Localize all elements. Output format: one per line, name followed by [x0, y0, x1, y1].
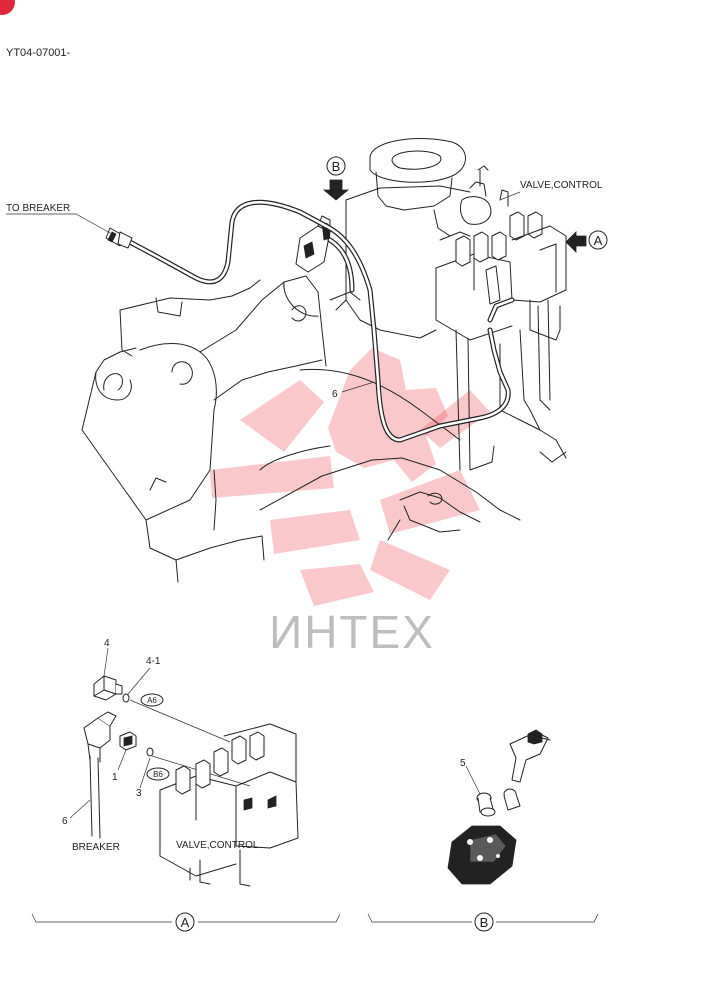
part-3-label: 3: [136, 788, 142, 799]
part-5-leader: [465, 765, 481, 795]
part-1-adapter-drawing: [119, 731, 137, 751]
view-a-marker: A: [594, 233, 603, 248]
view-b-caption: B: [480, 915, 489, 930]
a6-leader: [129, 699, 231, 743]
machine-frame-drawing: [81, 275, 521, 583]
ref-a6-badge: [140, 693, 164, 707]
part-5-label: 5: [460, 758, 466, 769]
valve-control-detail-drawing: [159, 723, 299, 887]
valve-control-label: VALVE,CONTROL: [520, 180, 603, 191]
hose-part-6-detail-drawing: [89, 755, 101, 839]
bracket-detail-drawing: [509, 729, 551, 783]
view-b-bracket: [367, 913, 599, 923]
to-breaker-leader: [6, 213, 113, 235]
part-3-oring-drawing: [146, 747, 154, 757]
watermark-gear-icon: [210, 348, 490, 606]
part-1-label: 1: [112, 772, 118, 783]
part-4-label: 4: [104, 638, 110, 649]
part-5-bushing-drawing: [476, 788, 521, 817]
part-6-detail-leader: [69, 799, 91, 819]
part-4-1-leader: [127, 667, 151, 695]
main-assembly-view: B A TO BREAKER VALVE,CONTROL 6: [6, 138, 608, 583]
part-3-leader: [139, 757, 151, 789]
part-4-1-oring-drawing: [122, 693, 130, 703]
detail-view-b: 5 B: [367, 729, 599, 932]
valve-block-detail-drawing: [447, 825, 517, 885]
part-4-1-label: 4-1: [146, 656, 161, 667]
ref-b6-label: B6: [153, 770, 163, 779]
valve-control-leader: [499, 191, 521, 201]
control-valve-housing-drawing: [335, 138, 567, 471]
view-a-arrow-icon: A: [565, 230, 608, 253]
ref-a6-label: A6: [147, 696, 157, 705]
view-a-caption-circle: [175, 912, 195, 932]
part-6-label: 6: [332, 389, 338, 400]
view-b-marker: B: [332, 159, 341, 174]
hose-part-6-drawing: [123, 199, 515, 443]
valve-control-detail-label: VALVE,CONTROL: [176, 840, 259, 851]
breaker-end-fitting-drawing: [105, 227, 133, 249]
part-4-leader: [103, 647, 109, 677]
doc-code: YT04-07001-: [6, 47, 71, 59]
part-1-leader: [117, 749, 127, 771]
detail-view-a: 4 4-1 A6 1 3 B6 6 BREAKER VALVE,CONTROL …: [31, 638, 341, 932]
watermark-text: ИНТЕХ: [269, 606, 435, 658]
ref-b6-badge: [146, 767, 170, 781]
elbow-fitting-drawing: [83, 711, 117, 763]
view-b-caption-circle: [474, 912, 494, 932]
watermark: ИНТЕХ: [210, 348, 490, 658]
part-6-leader: [341, 381, 375, 393]
part-6-detail-label: 6: [62, 816, 68, 827]
view-a-bracket: [31, 913, 341, 923]
breaker-label: BREAKER: [72, 842, 120, 853]
part-4-fitting-drawing: [93, 675, 123, 701]
view-a-caption: A: [181, 915, 190, 930]
view-b-arrow-icon: B: [322, 156, 350, 201]
corner-mark-icon: [0, 0, 15, 15]
to-breaker-label: TO BREAKER: [6, 203, 70, 214]
